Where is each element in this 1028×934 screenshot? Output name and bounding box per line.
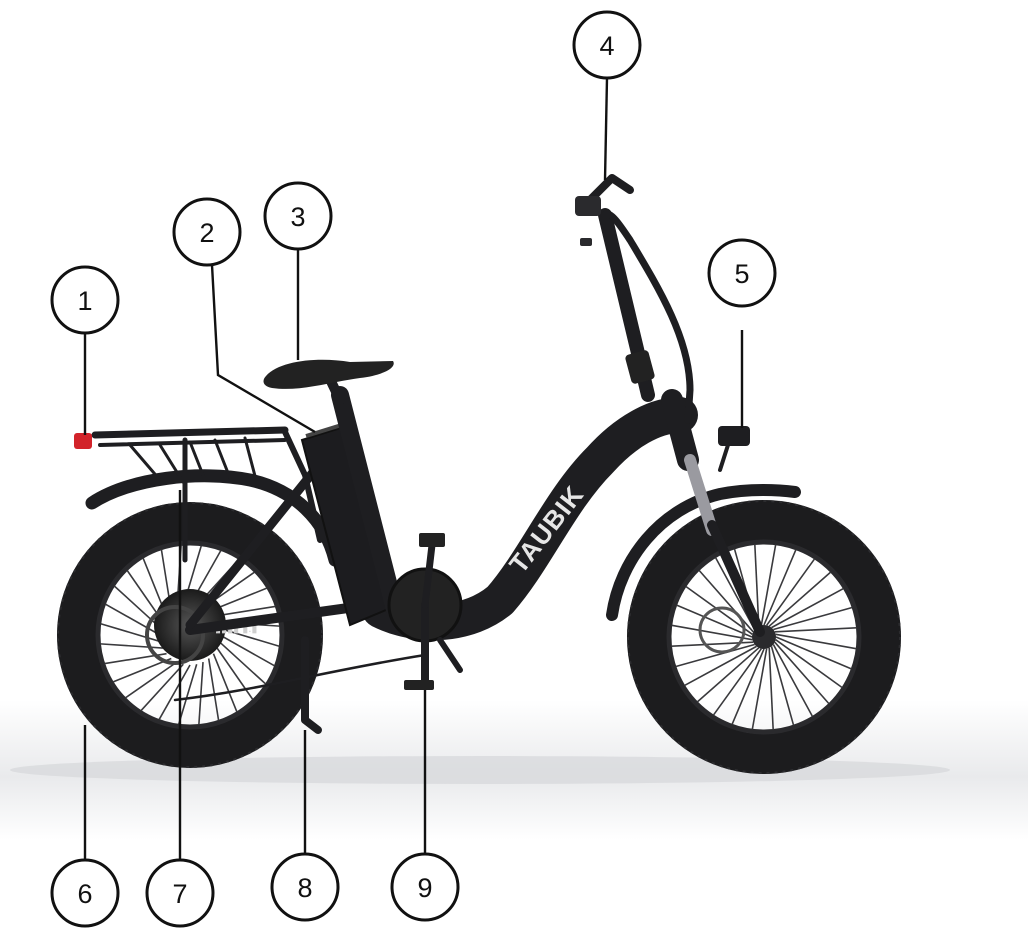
callout-3-label: 3 [290, 202, 305, 232]
callout-8-label: 8 [297, 873, 312, 903]
front-spoke [676, 644, 755, 666]
headlight [718, 426, 750, 446]
callout-4: 4 [574, 12, 640, 180]
callout-4-label: 4 [599, 31, 614, 61]
rear-spoke [100, 644, 163, 648]
stem-fold-latch [625, 349, 656, 384]
rear-wheel: ▮▮▮▮ ▮.▮ [58, 503, 322, 767]
rear-spoke [101, 624, 161, 642]
handlebar-display [575, 196, 601, 216]
callout-9-label: 9 [417, 873, 432, 903]
tail-light [74, 433, 92, 449]
front-spoke [775, 628, 857, 632]
callout-3: 3 [265, 183, 331, 360]
pedal-upper [419, 533, 445, 547]
callout-2-label: 2 [199, 218, 214, 248]
callout-7-label: 7 [172, 879, 187, 909]
callout-5: 5 [709, 240, 775, 428]
callout-5-label: 5 [734, 259, 749, 289]
front-wheel [628, 501, 900, 773]
callout-4-leader [605, 78, 607, 180]
callout-6-label: 6 [77, 879, 92, 909]
callout-1: 1 [52, 267, 118, 435]
front-spoke [771, 589, 843, 628]
crank-detail [440, 640, 460, 670]
front-spoke [773, 607, 852, 629]
headlight-mount [720, 445, 728, 470]
throttle [580, 238, 592, 246]
callout-1-label: 1 [77, 286, 92, 316]
callout-2-leader [212, 265, 315, 432]
pedal-lower [404, 680, 434, 690]
